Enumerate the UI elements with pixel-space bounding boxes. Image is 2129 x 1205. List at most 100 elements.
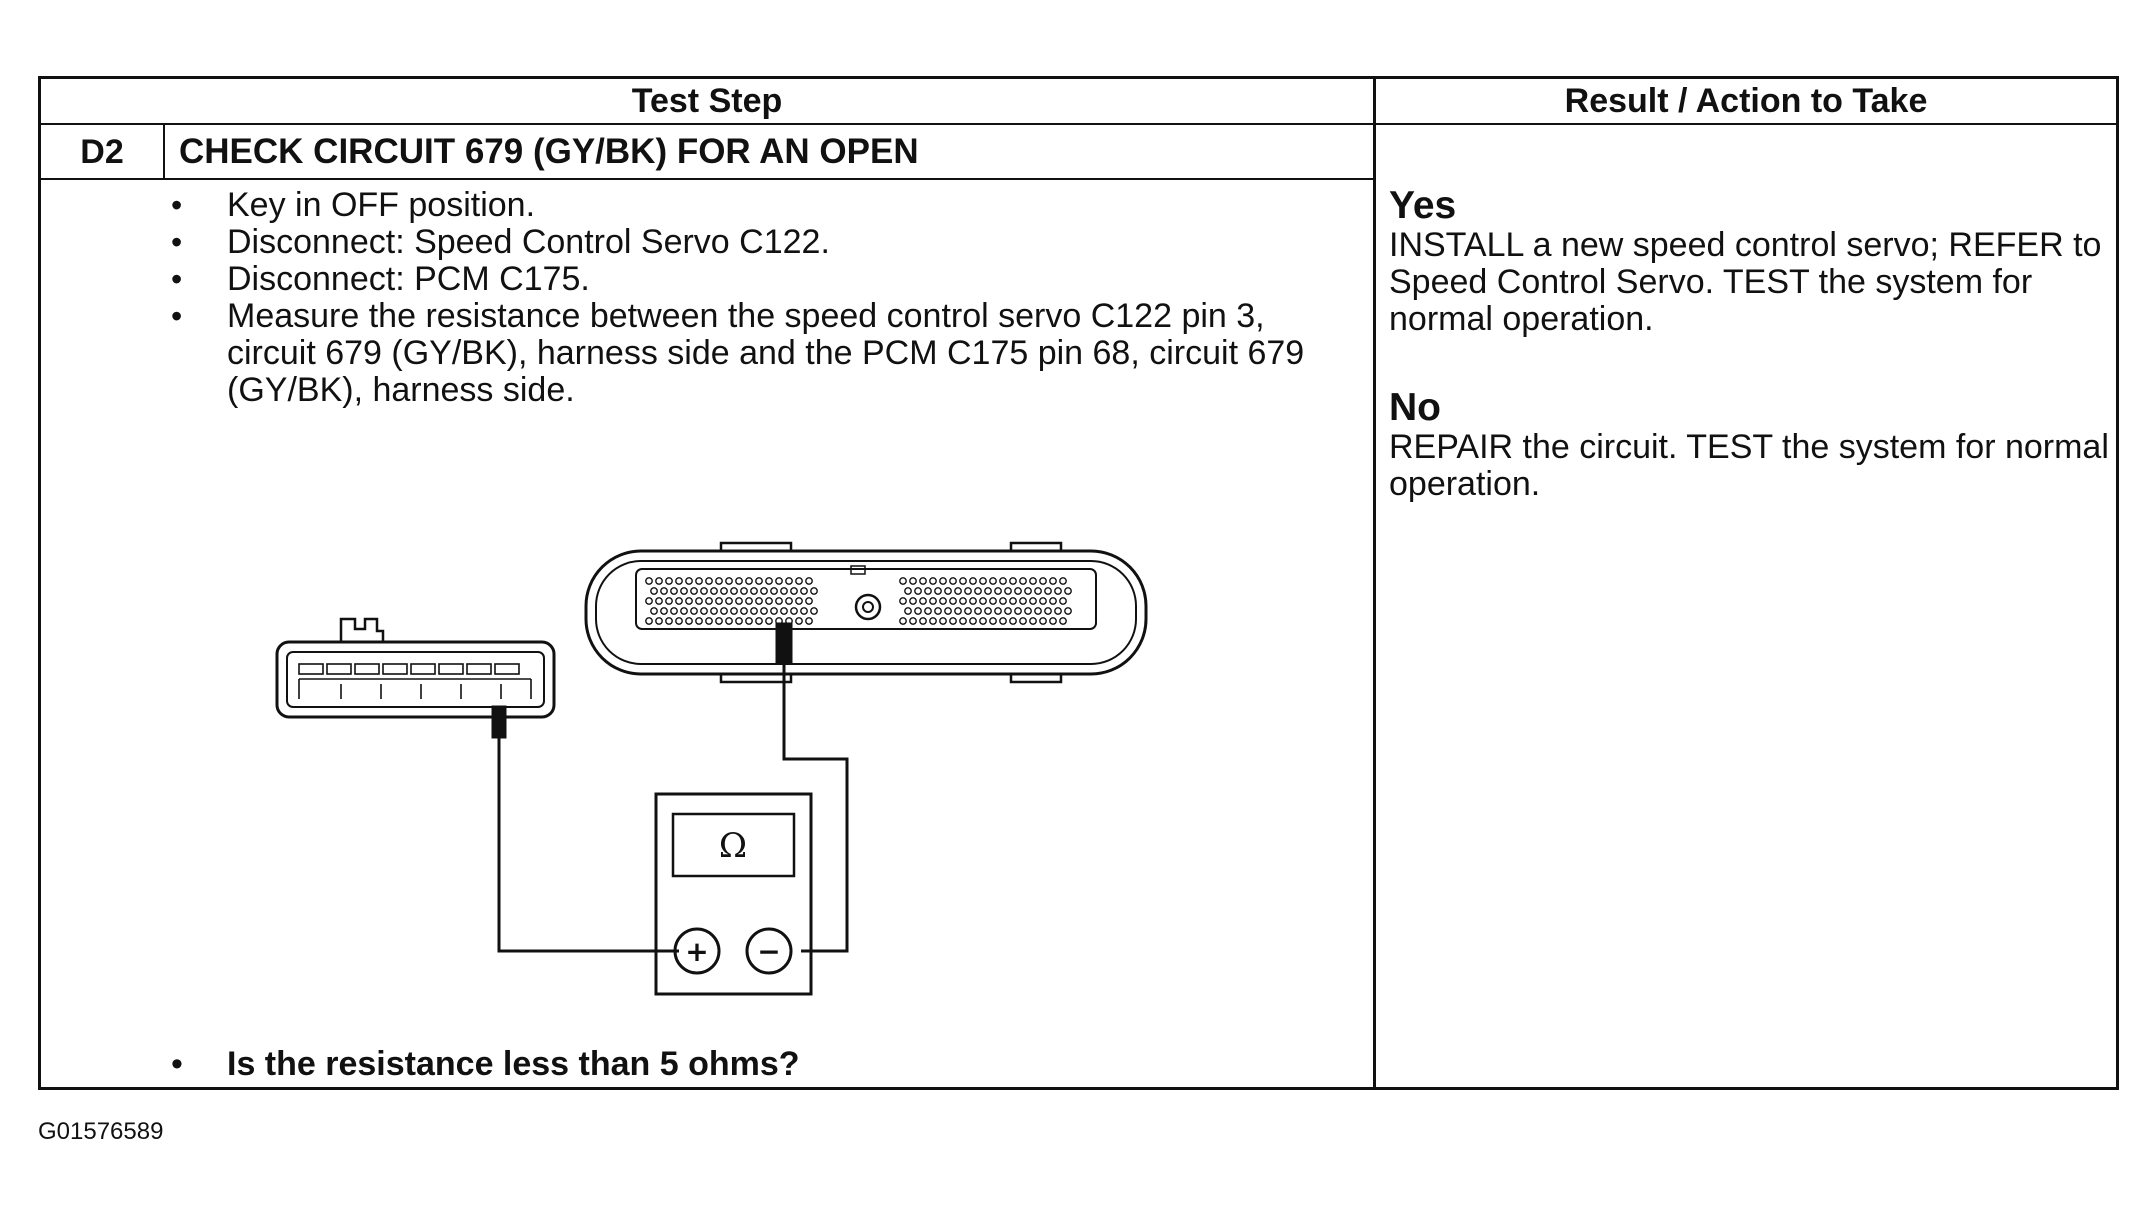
- connector-pin: [1029, 577, 1037, 585]
- ohmmeter: [654, 792, 813, 996]
- header-test-step: Test Step: [631, 81, 783, 120]
- instruction-item: Disconnect: Speed Control Servo C122.: [171, 224, 1351, 262]
- instruction-item: Key in OFF position.: [171, 187, 1351, 225]
- instruction-item: Disconnect: PCM C175.: [171, 261, 1351, 299]
- connector-pin: [800, 587, 808, 595]
- connector-pin: [705, 577, 713, 585]
- connector-pin: [959, 617, 967, 625]
- connector-pin: [909, 597, 917, 605]
- connector-pin: [795, 577, 803, 585]
- connector-pin: [1064, 587, 1072, 595]
- connector-pin: [645, 597, 653, 605]
- connector-pin: [989, 597, 997, 605]
- connector-pin: [954, 587, 962, 595]
- connector-pin: [765, 597, 773, 605]
- connector-pin: [780, 607, 788, 615]
- connector-pin: [790, 607, 798, 615]
- positive-terminal-symbol: +: [685, 935, 708, 968]
- connector-pin: [665, 617, 673, 625]
- connector-pin: [919, 617, 927, 625]
- connector-pin: [745, 577, 753, 585]
- connector-pin: [954, 607, 962, 615]
- test-probe-pcm: [775, 622, 793, 664]
- result-yes-text: INSTALL a new speed control servo; REFER…: [1389, 226, 2102, 338]
- result-no-text: REPAIR the circuit. TEST the system for …: [1389, 428, 2109, 503]
- step-id: D2: [80, 132, 124, 171]
- connector-pin: [1039, 597, 1047, 605]
- connector-pin: [680, 607, 688, 615]
- connector-pin: [1019, 577, 1027, 585]
- connector-pin: [934, 607, 942, 615]
- connector-pin: [1059, 577, 1067, 585]
- ohm-symbol: Ω: [719, 826, 747, 866]
- connector-pin: [969, 597, 977, 605]
- connector-pin: [969, 577, 977, 585]
- connector-pin: [690, 587, 698, 595]
- connector-pin: [974, 607, 982, 615]
- connector-pin: [685, 577, 693, 585]
- connector-pin: [1044, 587, 1052, 595]
- connector-pin: [670, 587, 678, 595]
- connector-pin: [685, 617, 693, 625]
- connector-pin: [715, 577, 723, 585]
- connector-pin: [1039, 617, 1047, 625]
- connector-pin: [949, 597, 957, 605]
- connector-pin: [710, 587, 718, 595]
- test-question: Is the resistance less than 5 ohms?: [171, 1045, 800, 1084]
- connector-pin: [1064, 607, 1072, 615]
- connector-pin: [655, 617, 663, 625]
- instruction-item: Measure the resistance between the speed…: [171, 298, 1351, 409]
- connector-pin: [944, 587, 952, 595]
- connector-pin: [755, 617, 763, 625]
- connector-pin: [690, 607, 698, 615]
- connector-pin: [929, 617, 937, 625]
- connector-pin: [989, 617, 997, 625]
- connector-pin: [959, 597, 967, 605]
- connector-pin: [695, 597, 703, 605]
- connector-pin: [994, 607, 1002, 615]
- connector-pin: [1054, 587, 1062, 595]
- connector-pin: [1039, 577, 1047, 585]
- connector-pin: [999, 577, 1007, 585]
- connector-pin: [939, 577, 947, 585]
- connector-pin: [934, 587, 942, 595]
- connector-pin: [745, 617, 753, 625]
- connector-pin: [735, 617, 743, 625]
- connector-pin: [1004, 607, 1012, 615]
- connector-pin: [964, 607, 972, 615]
- pcm-connector-c175: [584, 541, 1148, 684]
- connector-pin: [914, 607, 922, 615]
- connector-pin: [1054, 607, 1062, 615]
- step-title-divider: [41, 178, 1375, 180]
- header-result-action: Result / Action to Take: [1564, 81, 1928, 120]
- connector-pin: [810, 607, 818, 615]
- connector-pin: [705, 617, 713, 625]
- negative-terminal-symbol: −: [757, 935, 780, 968]
- connector-pin: [1024, 587, 1032, 595]
- connector-pin: [715, 597, 723, 605]
- connector-pin: [1014, 587, 1022, 595]
- connector-pin: [720, 607, 728, 615]
- connector-pin: [750, 607, 758, 615]
- connector-pin: [680, 587, 688, 595]
- connector-pin: [740, 607, 748, 615]
- connector-pin: [710, 607, 718, 615]
- connector-pin: [700, 607, 708, 615]
- connector-pin: [800, 607, 808, 615]
- connector-pin: [810, 587, 818, 595]
- connector-pin: [899, 577, 907, 585]
- connector-pin: [924, 587, 932, 595]
- test-lead-positive: [497, 737, 679, 953]
- connector-pin: [989, 577, 997, 585]
- connector-pin: [795, 597, 803, 605]
- connector-pin: [665, 597, 673, 605]
- connector-pin: [1034, 607, 1042, 615]
- connector-pin: [740, 587, 748, 595]
- connector-pin: [735, 577, 743, 585]
- connector-pin: [1014, 607, 1022, 615]
- diagnostic-table: Test Step Result / Action to Take D2 CHE…: [38, 76, 2119, 1090]
- connector-pin: [939, 617, 947, 625]
- connector-pin: [645, 617, 653, 625]
- servo-connector-c122: [275, 617, 556, 719]
- connector-pin: [725, 617, 733, 625]
